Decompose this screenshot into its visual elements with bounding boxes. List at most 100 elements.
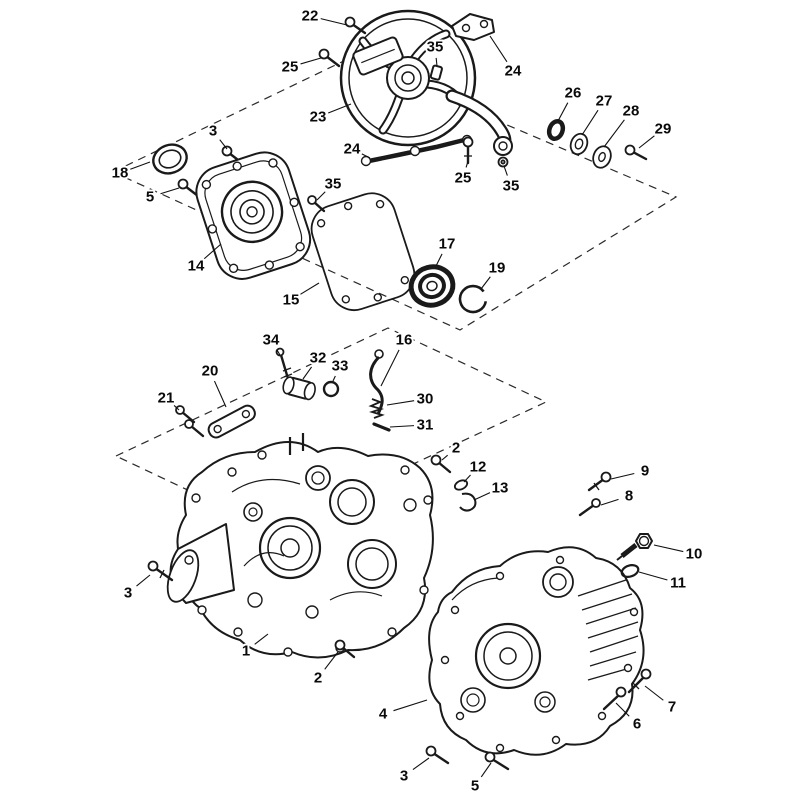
part-28-washer xyxy=(592,145,612,169)
callout-leader-25 xyxy=(465,160,469,168)
assembly-boundary-upper xyxy=(111,57,678,331)
callout-22: 22 xyxy=(302,8,319,25)
callout-27: 27 xyxy=(596,93,613,110)
part-13-clip xyxy=(459,492,477,512)
part-15-gasket xyxy=(310,192,416,311)
callout-leader-12 xyxy=(463,474,471,483)
callout-leader-32 xyxy=(302,366,313,380)
callout-leader-30 xyxy=(386,400,415,406)
callout-33: 33 xyxy=(332,358,349,375)
callout-leader-27 xyxy=(581,109,599,136)
callout-leader-34 xyxy=(276,349,281,356)
callout-5: 5 xyxy=(146,189,154,206)
callout-23: 23 xyxy=(310,109,327,126)
callout-3: 3 xyxy=(124,585,132,602)
callout-leader-11 xyxy=(638,571,668,581)
part-17-bearing xyxy=(408,264,456,308)
pawl-block xyxy=(352,36,404,76)
callout-leader-15 xyxy=(300,282,320,295)
part-1-crankcase-left xyxy=(166,433,434,659)
callout-leader-5 xyxy=(480,762,492,778)
callout-7: 7 xyxy=(668,699,676,716)
callout-14: 14 xyxy=(188,258,205,275)
callout-leader-18 xyxy=(130,161,151,170)
callout-1: 1 xyxy=(242,643,250,660)
callout-leader-29 xyxy=(638,135,655,149)
callout-4: 4 xyxy=(379,706,388,723)
callout-20: 20 xyxy=(202,363,219,380)
cooling-fins xyxy=(577,579,639,681)
callout-leader-3 xyxy=(412,757,430,771)
callout-32: 32 xyxy=(310,350,327,367)
callout-2: 2 xyxy=(452,440,460,457)
callout-leader-14 xyxy=(203,243,222,260)
callout-leader-24 xyxy=(489,35,508,63)
callout-12: 12 xyxy=(470,459,487,476)
callout-leader-2 xyxy=(324,651,339,670)
callout-35: 35 xyxy=(427,39,444,56)
callout-leader-1 xyxy=(254,633,269,645)
callout-3: 3 xyxy=(400,768,408,785)
callout-leader-4 xyxy=(393,699,428,712)
callout-leader-28 xyxy=(603,119,625,148)
bolt-29 xyxy=(624,144,648,161)
callout-leader-24 xyxy=(361,153,371,159)
callout-26: 26 xyxy=(565,85,582,102)
callout-10: 10 xyxy=(686,546,703,563)
part-32-fitting xyxy=(282,376,316,401)
callout-29: 29 xyxy=(655,121,672,138)
callout-leader-25 xyxy=(300,57,322,65)
callout-28: 28 xyxy=(623,103,640,120)
callout-15: 15 xyxy=(283,292,300,309)
part-4-crankcase-right xyxy=(428,546,645,756)
bolt-7 xyxy=(627,668,652,694)
callout-9: 9 xyxy=(641,463,649,480)
callout-21: 21 xyxy=(158,390,175,407)
bolt-3-bottom xyxy=(425,745,450,765)
callout-6: 6 xyxy=(633,716,641,733)
callout-leader-2 xyxy=(441,454,449,461)
callout-5: 5 xyxy=(471,778,479,795)
callout-30: 30 xyxy=(417,391,434,408)
part-27-washer xyxy=(569,132,589,156)
nut-35-right xyxy=(497,156,509,168)
callout-11: 11 xyxy=(670,575,686,592)
callout-25: 25 xyxy=(455,170,472,187)
callout-leader-6 xyxy=(615,702,630,717)
callout-leader-35 xyxy=(503,165,508,176)
nut-35-top xyxy=(429,64,443,81)
callout-31: 31 xyxy=(417,417,434,434)
part-20-bracket xyxy=(207,404,256,439)
bolt-2-bottom xyxy=(334,639,356,659)
bolt-3-left xyxy=(147,560,174,582)
part-30-spring xyxy=(368,398,385,419)
callout-leader-26 xyxy=(557,102,569,122)
callout-leader-5 xyxy=(160,187,180,195)
callout-17: 17 xyxy=(439,236,456,253)
bolt-25-lower xyxy=(462,136,474,165)
callout-leader-33 xyxy=(332,375,336,382)
callout-leader-10 xyxy=(653,544,684,553)
part-16-breather-hose xyxy=(369,349,384,415)
callout-35: 35 xyxy=(325,176,342,193)
callout-leader-35 xyxy=(435,57,438,67)
callout-leader-9 xyxy=(610,472,635,480)
bolt-5-bottom xyxy=(484,751,510,771)
callout-35: 35 xyxy=(503,178,520,195)
bolt-6 xyxy=(602,686,627,711)
callout-leader-3 xyxy=(219,139,228,150)
callout-leader-16 xyxy=(380,349,400,387)
callout-19: 19 xyxy=(489,260,506,277)
callout-24: 24 xyxy=(505,63,522,80)
part-12-washer xyxy=(453,479,469,491)
callout-leader-13 xyxy=(473,492,491,501)
callout-2: 2 xyxy=(314,670,322,687)
assembly-boundary-middle xyxy=(114,327,548,531)
bolt-9 xyxy=(587,471,612,492)
bolt-2-upper xyxy=(430,454,452,474)
callout-leader-19 xyxy=(480,276,491,290)
callout-13: 13 xyxy=(492,480,509,497)
callout-16: 16 xyxy=(396,332,413,349)
